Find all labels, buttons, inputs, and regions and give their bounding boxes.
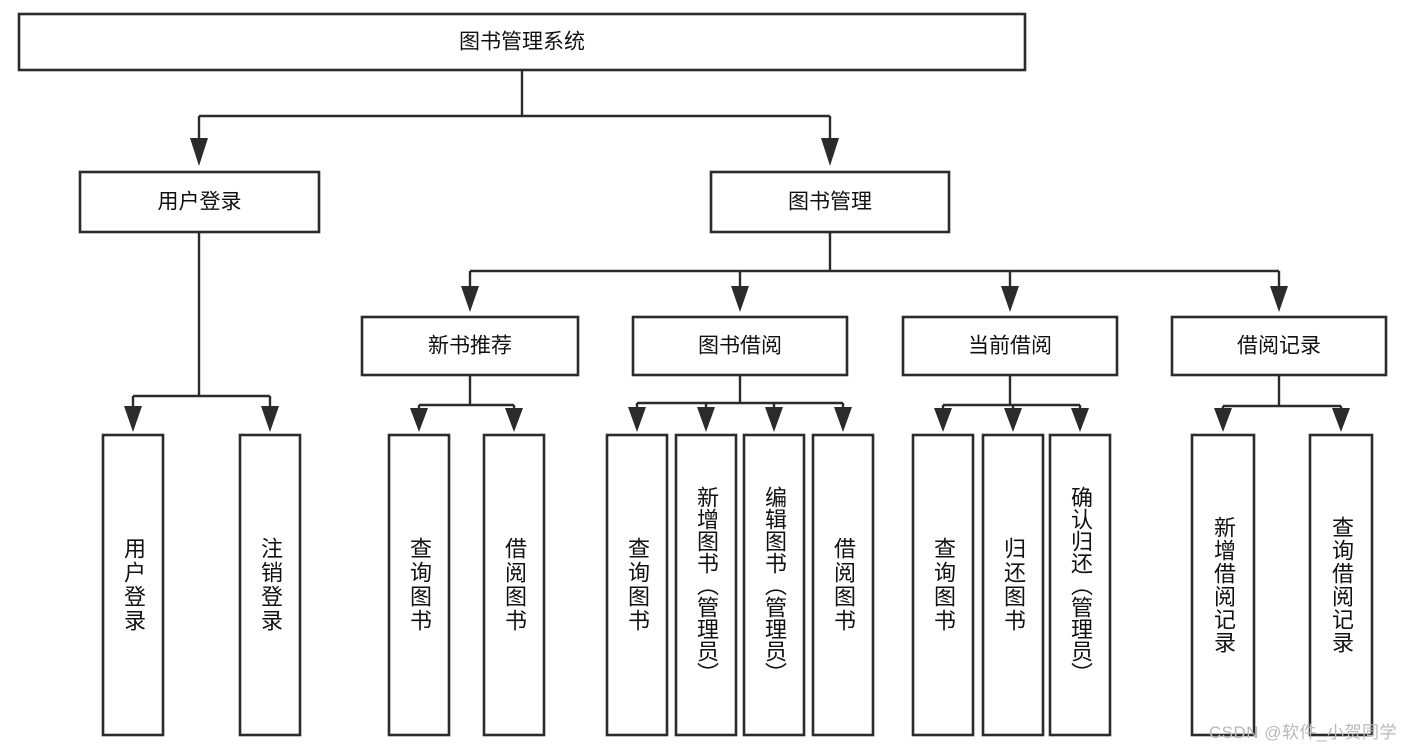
arrowhead-leaf-return-book	[1004, 408, 1022, 432]
connector-group-borrow-record	[1214, 375, 1350, 432]
node-borrow-record-box[interactable]	[1170, 315, 1388, 377]
connector-group-root	[190, 70, 839, 166]
leaf-box-confirm-return-admin[interactable]	[1048, 433, 1112, 737]
arrowhead-leaf-add-book-admin	[697, 407, 715, 432]
node-root-label: 图书管理系统	[459, 31, 585, 54]
arrowhead-leaf-logout	[261, 406, 279, 432]
node-new-book-recommend-label: 新书推荐	[428, 335, 512, 358]
leaf-box-query-book-cur[interactable]	[911, 433, 975, 737]
arrowhead-leaf-query-borrow-record	[1332, 408, 1350, 432]
node-current-borrow[interactable]: 当前借阅	[901, 315, 1119, 377]
arrowhead-leaf-add-borrow-record	[1214, 408, 1232, 432]
node-user-login[interactable]: 用户登录	[78, 170, 321, 234]
leaf-box-add-borrow-record[interactable]	[1190, 433, 1256, 737]
leaf-box-query-book-rec[interactable]	[387, 433, 451, 737]
leaf-box-borrow-book[interactable]	[811, 433, 875, 737]
node-current-borrow-box[interactable]	[901, 315, 1119, 377]
arrowhead-leaf-user-login	[124, 406, 142, 432]
leaf-box-add-book-admin[interactable]	[674, 433, 738, 737]
arrowhead-user-login	[190, 138, 208, 166]
node-new-book-recommend-box[interactable]	[360, 315, 580, 377]
leaf-box-edit-book-admin[interactable]	[742, 433, 806, 737]
arrowhead-leaf-query-book-borrow	[628, 407, 646, 432]
node-book-borrow[interactable]: 图书借阅	[631, 315, 849, 377]
connector-group-current-borrow	[934, 375, 1089, 432]
node-user-login-box[interactable]	[78, 170, 321, 234]
node-borrow-record-label: 借阅记录	[1237, 335, 1321, 358]
arrowhead-leaf-borrow-book	[834, 407, 852, 432]
node-new-book-recommend[interactable]: 新书推荐	[360, 315, 580, 377]
node-root[interactable]: 图书管理系统	[17, 12, 1027, 72]
node-book-manage-label: 图书管理	[788, 191, 872, 214]
connector-group-user-login	[124, 232, 279, 432]
arrowhead-current-borrow	[1001, 286, 1019, 312]
node-current-borrow-label: 当前借阅	[968, 335, 1052, 358]
node-book-borrow-box[interactable]	[631, 315, 849, 377]
arrowhead-leaf-query-book-rec	[410, 408, 428, 432]
connector-group-book-borrow	[628, 375, 852, 432]
arrowhead-book-manage	[821, 138, 839, 166]
node-root-box[interactable]	[17, 12, 1027, 72]
leaf-box-group	[101, 433, 1374, 737]
leaf-box-query-book-borrow[interactable]	[605, 433, 669, 737]
arrowhead-new-book-recommend	[461, 286, 479, 312]
connector-group-book-manage	[461, 232, 1288, 312]
leaf-box-borrow-book-rec[interactable]	[482, 433, 546, 737]
connector-group-new-book-recommend	[410, 375, 523, 432]
arrowhead-leaf-borrow-book-rec	[505, 408, 523, 432]
leaf-box-logout[interactable]	[238, 433, 302, 737]
arrowhead-borrow-record	[1270, 286, 1288, 312]
node-book-manage[interactable]: 图书管理	[709, 170, 951, 234]
arrowhead-book-borrow	[731, 286, 749, 312]
leaf-box-query-borrow-record[interactable]	[1308, 433, 1374, 737]
node-borrow-record[interactable]: 借阅记录	[1170, 315, 1388, 377]
leaf-box-user-login[interactable]	[101, 433, 165, 737]
node-book-borrow-label: 图书借阅	[698, 335, 782, 358]
node-user-login-label: 用户登录	[158, 191, 242, 214]
node-book-manage-box[interactable]	[709, 170, 951, 234]
arrowhead-leaf-confirm-return-admin	[1071, 408, 1089, 432]
leaf-box-return-book[interactable]	[981, 433, 1045, 737]
arrowhead-leaf-edit-book-admin	[765, 407, 783, 432]
arrowhead-leaf-query-book-cur	[934, 408, 952, 432]
watermark-text: CSDN @软件_小贺同学	[1208, 723, 1397, 742]
